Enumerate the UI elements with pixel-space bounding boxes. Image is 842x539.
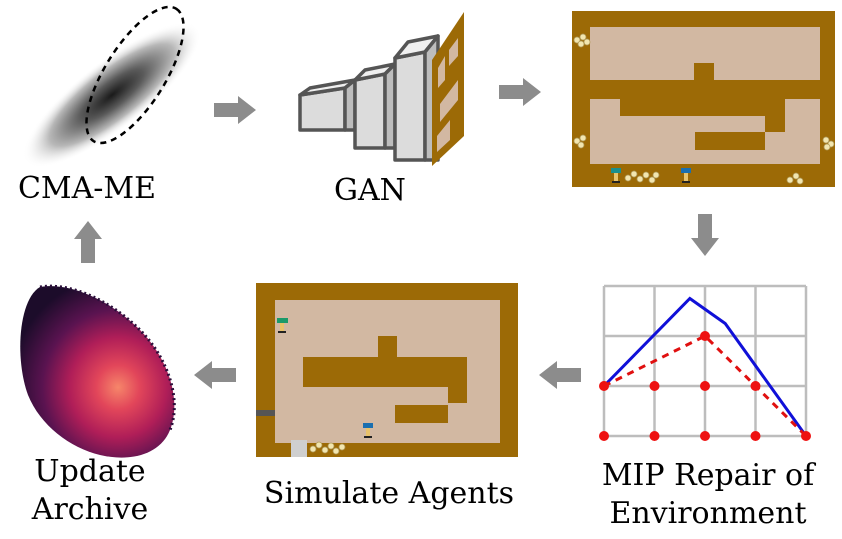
update-archive-label-line1: Update	[34, 454, 146, 489]
gan-label: GAN	[334, 173, 406, 208]
agent-icon	[611, 168, 621, 183]
gan-network-icon	[298, 34, 440, 162]
arrow-simulate-to-archive	[194, 361, 236, 389]
integer-grid-point	[599, 381, 609, 391]
mip-repair-label-line1: MIP Repair of	[601, 458, 815, 493]
integer-grid-point	[700, 331, 710, 341]
integer-grid-point	[750, 381, 761, 391]
arrow-level-to-mip	[691, 214, 719, 256]
integer-grid-point	[750, 431, 761, 441]
agent-icon	[681, 168, 691, 183]
gan-output-level-slice	[432, 12, 464, 166]
integer-grid-point	[649, 381, 660, 391]
arrow-mip-to-simulate	[539, 361, 581, 389]
agent-icon	[277, 318, 288, 333]
simulate-agents-label: Simulate Agents	[263, 476, 515, 511]
integer-grid-point	[700, 381, 710, 391]
arrow-gan-to-level	[499, 78, 541, 106]
unrepaired-solution-line	[602, 296, 808, 437]
cma-me-label: CMA-ME	[17, 171, 157, 206]
integer-grid-point	[649, 431, 660, 441]
search-distribution-ellipse	[85, 5, 185, 145]
arrow-archive-to-cma	[74, 221, 102, 263]
generated-level	[572, 11, 835, 187]
update-archive-label-line2: Archive	[31, 492, 149, 527]
simulation-level	[256, 283, 518, 457]
archive-heatmap	[20, 284, 176, 458]
agent-icon	[363, 423, 373, 438]
integer-grid-point	[801, 431, 811, 441]
mip-repair-plot	[599, 284, 811, 441]
arrow-cma-to-gan	[214, 96, 256, 124]
mip-repair-label-line2: Environment	[609, 496, 807, 531]
integer-grid-point	[599, 431, 609, 441]
repaired-solution-line	[603, 334, 808, 438]
flow-arrows	[74, 78, 719, 389]
integer-grid-point	[700, 431, 710, 441]
cma-me-gaussian	[22, 5, 202, 168]
